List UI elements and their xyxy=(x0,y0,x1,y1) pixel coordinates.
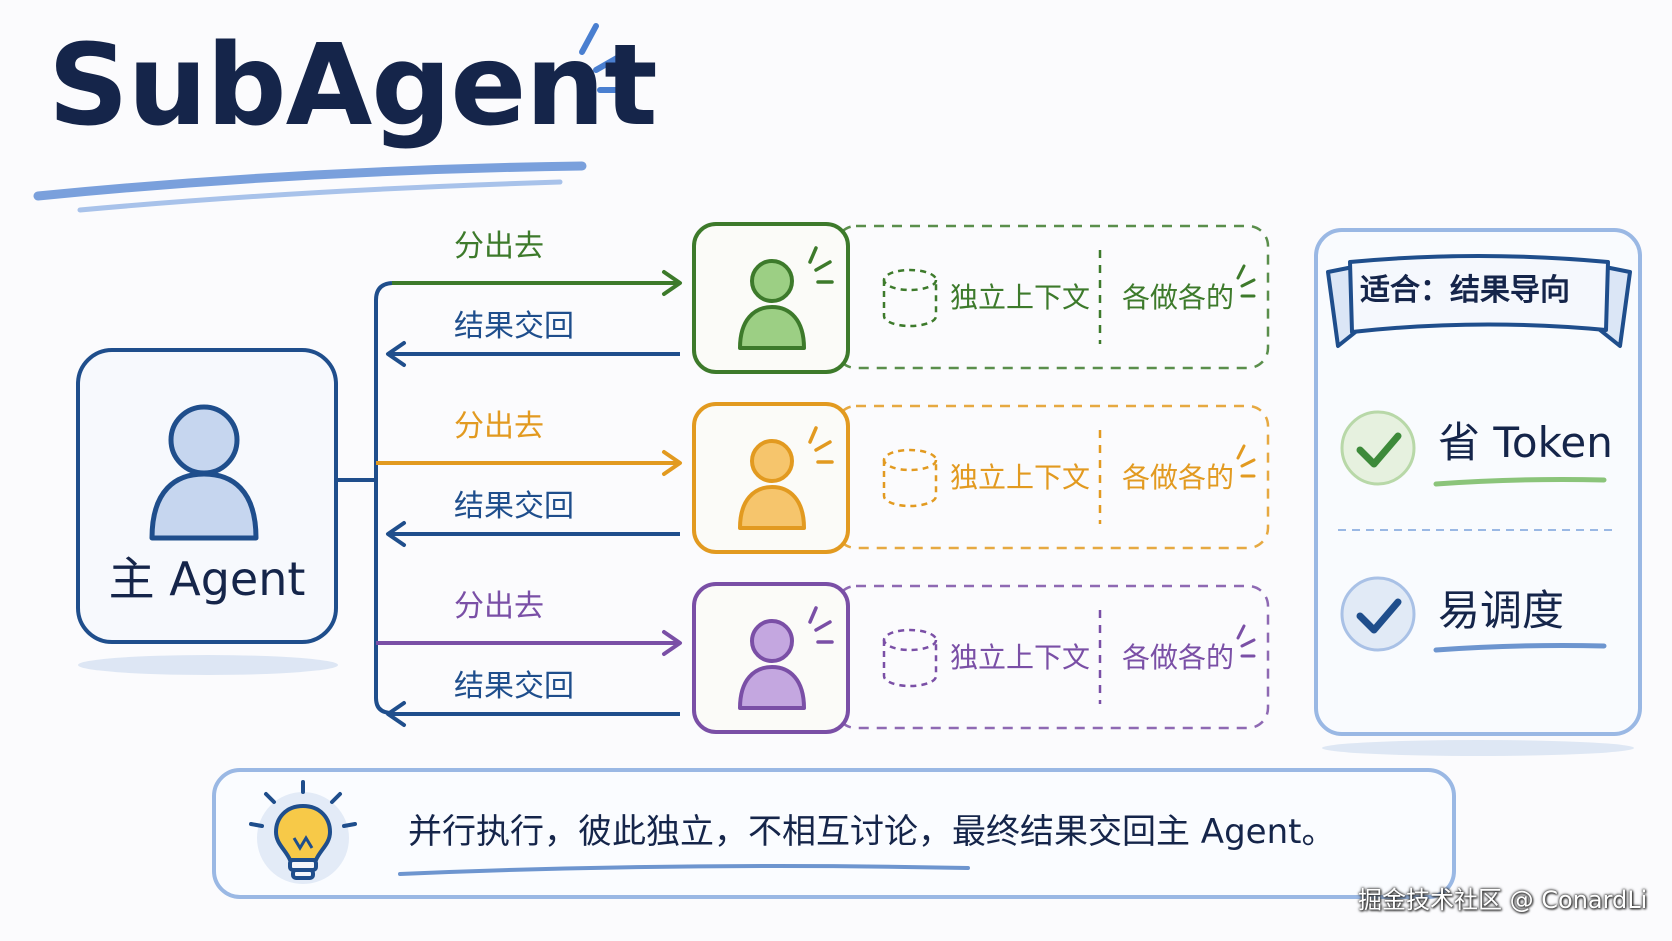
context-label-3: 独立上下文 xyxy=(950,641,1091,674)
benefit-easy-scheduling: 易调度 xyxy=(1438,586,1565,635)
subagent-person-icon xyxy=(738,439,806,530)
return-label-2: 结果交回 xyxy=(454,489,574,524)
work-label-1: 各做各的 xyxy=(1122,281,1235,314)
title-underline xyxy=(33,161,587,201)
main-agent-label: 主 Agent xyxy=(108,552,306,606)
lightbulb-icon xyxy=(249,780,357,884)
title-sparkle-icon xyxy=(579,23,631,93)
branch-3 xyxy=(376,582,1270,734)
work-label-3: 各做各的 xyxy=(1122,641,1235,674)
dispatch-label-3: 分出去 xyxy=(454,589,544,624)
work-spark-icon xyxy=(1236,264,1256,298)
work-spark-icon xyxy=(1236,444,1256,478)
banner-title: 适合：结果导向 xyxy=(1360,273,1570,308)
return-label-3: 结果交回 xyxy=(454,669,574,704)
page-title: SubAgent xyxy=(48,21,658,151)
main-agent-person-icon xyxy=(149,404,259,541)
return-arrowhead-3 xyxy=(386,701,406,727)
check-icon xyxy=(1340,576,1416,652)
benefits-panel-shadow xyxy=(1322,740,1634,756)
main-agent-shadow xyxy=(78,655,338,675)
subagent-spark-icon xyxy=(808,246,834,284)
work-label-2: 各做各的 xyxy=(1122,461,1235,494)
branch-2 xyxy=(376,402,1270,554)
database-icon xyxy=(882,268,938,328)
branch-1 xyxy=(386,222,1270,374)
benefit-underline-1 xyxy=(1433,477,1607,487)
benefit-save-token: 省 Token xyxy=(1438,418,1613,467)
dispatch-arrowhead-1 xyxy=(662,270,682,296)
dispatch-arrowhead-3 xyxy=(662,630,682,656)
context-label-2: 独立上下文 xyxy=(950,461,1091,494)
dispatch-arrowhead-2 xyxy=(662,450,682,476)
benefit-underline-2 xyxy=(1433,643,1607,653)
return-arrowhead-1 xyxy=(386,341,406,367)
subagent-spark-icon xyxy=(808,426,834,464)
trunk-line xyxy=(374,300,393,715)
database-icon xyxy=(882,448,938,508)
trunk-top-curve xyxy=(374,281,393,301)
watermark: 掘金技术社区 @ ConardLi xyxy=(1358,886,1648,914)
return-label-1: 结果交回 xyxy=(454,309,574,344)
dispatch-label-1: 分出去 xyxy=(454,229,544,264)
database-icon xyxy=(882,628,938,688)
work-spark-icon xyxy=(1236,624,1256,658)
note-text: 并行执行，彼此独立，不相互讨论，最终结果交回主 Agent。 xyxy=(408,812,1336,852)
banner-ribbon xyxy=(1326,254,1632,348)
context-label-1: 独立上下文 xyxy=(950,281,1091,314)
note-box xyxy=(212,768,1456,899)
check-icon xyxy=(1340,410,1416,486)
dispatch-label-2: 分出去 xyxy=(454,409,544,444)
title-underline-2 xyxy=(77,179,563,213)
note-underline xyxy=(398,864,970,876)
subagent-person-icon xyxy=(738,619,806,710)
return-arrowhead-2 xyxy=(386,521,406,547)
subagent-person-icon xyxy=(738,259,806,350)
subagent-spark-icon xyxy=(808,606,834,644)
